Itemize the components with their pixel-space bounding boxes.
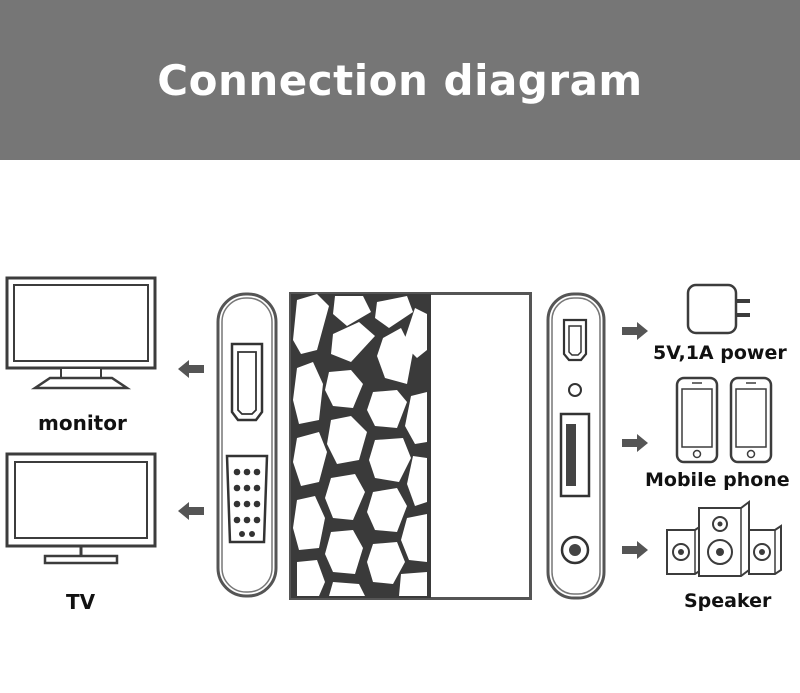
hdmi-port-icon xyxy=(562,318,588,362)
monitor-label: monitor xyxy=(38,411,127,435)
mobile-phone-icon xyxy=(675,376,773,464)
tv-icon xyxy=(5,452,157,565)
arrow-right-icon xyxy=(622,322,648,340)
usb-port-icon xyxy=(559,412,591,498)
phone-label: Mobile phone xyxy=(645,469,790,491)
adapter-left-side xyxy=(216,292,278,598)
page-title: Connection diagram xyxy=(157,55,643,105)
speaker-label: Speaker xyxy=(684,590,772,612)
tv-label: TV xyxy=(66,590,96,614)
arrow-left-icon xyxy=(178,502,204,520)
power-adapter-icon xyxy=(686,283,750,335)
adapter-body xyxy=(289,292,532,600)
hdmi-port-icon xyxy=(230,342,264,422)
power-label: 5V,1A power xyxy=(653,342,787,364)
speaker-icon xyxy=(666,500,782,577)
arrow-right-icon xyxy=(622,541,648,559)
adapter-right-side xyxy=(546,292,606,600)
led-indicator-icon xyxy=(568,383,582,397)
monitor-icon xyxy=(5,276,157,390)
arrow-left-icon xyxy=(178,360,204,378)
arrow-right-icon xyxy=(622,434,648,452)
title-banner: Connection diagram xyxy=(0,0,800,160)
audio-jack-icon xyxy=(560,535,590,565)
vga-port-icon xyxy=(225,454,269,544)
